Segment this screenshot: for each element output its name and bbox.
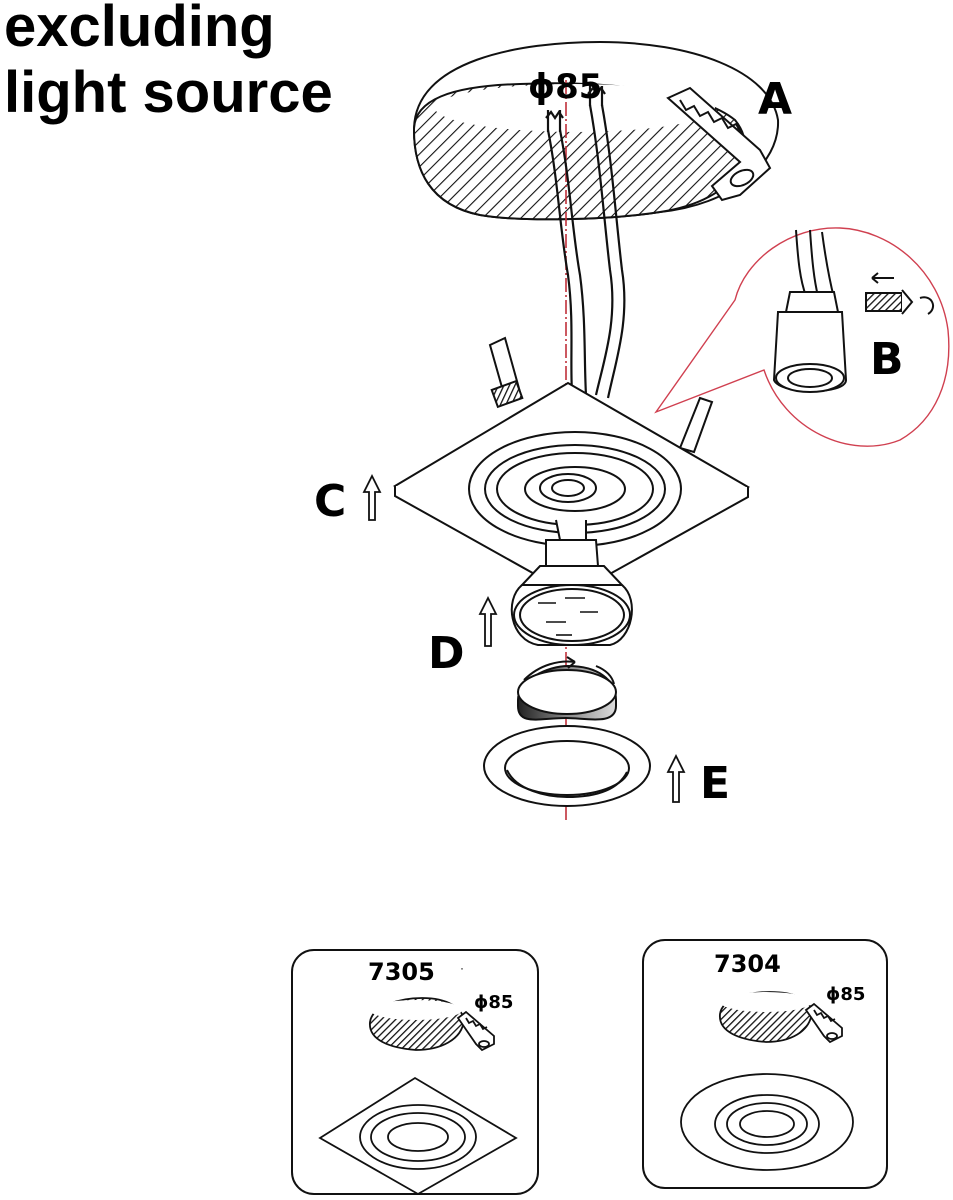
label-e: E: [700, 758, 730, 809]
variant-model-7304: 7304: [714, 950, 781, 978]
dot-mark: ·: [460, 961, 464, 975]
label-b: B: [870, 334, 904, 385]
heading-line-2: light source: [4, 60, 333, 125]
label-a: A: [758, 74, 792, 125]
label-d: D: [428, 628, 465, 679]
heading: excluding light source: [4, 0, 333, 126]
label-c: C: [314, 476, 346, 527]
trim-ring: [483, 725, 651, 807]
variant-card-7305: 7305 · ϕ85: [291, 949, 539, 1196]
gu10-lamp: [510, 519, 633, 646]
diameter-label: ϕ85: [528, 67, 602, 107]
variant-diameter-7304: ϕ85: [826, 984, 865, 1005]
variant-card-7304: 7304 ϕ85: [642, 939, 888, 1189]
spring-clip-icon: [666, 86, 772, 202]
cover-disc: [517, 656, 617, 721]
socket-detail-callout: [654, 227, 950, 447]
heading-line-1: excluding: [4, 0, 275, 59]
arrow-up-icon: [362, 473, 686, 803]
ceiling-cutout: [412, 40, 780, 221]
variant-diameter-7305: ϕ85: [474, 992, 513, 1013]
variant-model-7305: 7305: [368, 958, 435, 986]
supply-cables: [545, 86, 626, 399]
